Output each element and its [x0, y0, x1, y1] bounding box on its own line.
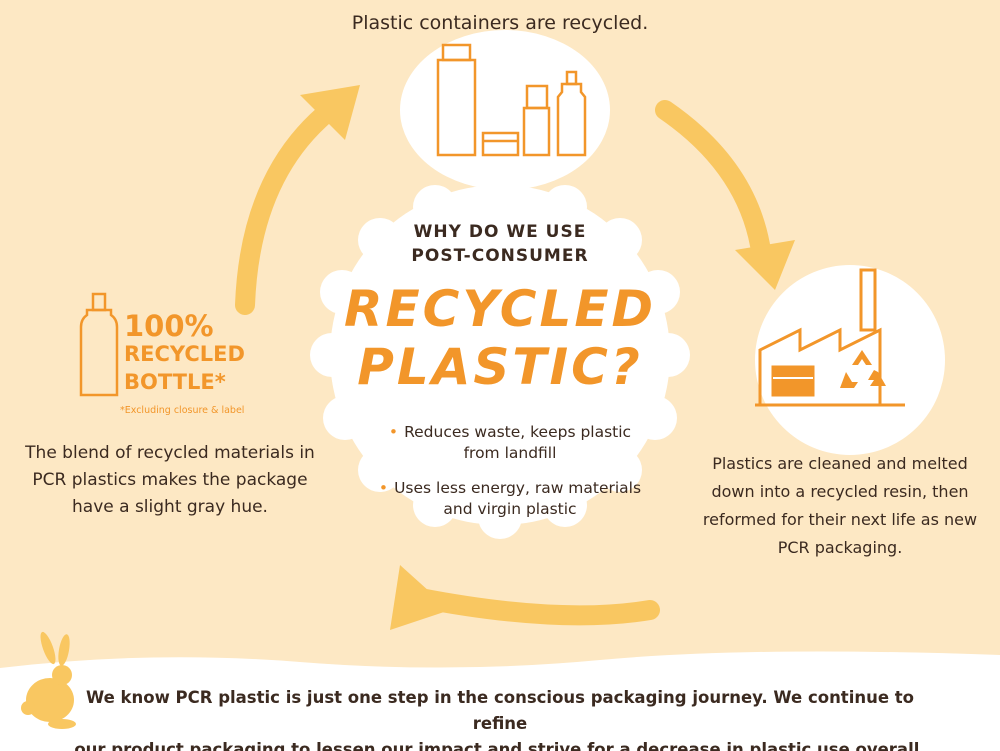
benefit-line-2: and virgin plastic [443, 500, 577, 518]
question-line-1: WHY DO WE USE [413, 222, 587, 242]
left-description: The blend of recycled materials in PCR p… [20, 440, 320, 521]
right-description: Plastics are cleaned and melted down int… [680, 450, 1000, 562]
right-line-1: Plastics are cleaned and melted [712, 454, 968, 473]
badge-recycled: RECYCLED [124, 342, 245, 366]
footer-line-1: We know PCR plastic is just one step in … [85, 688, 915, 733]
top-blob [400, 30, 610, 190]
recycled-badge: 100% RECYCLED BOTTLE* [124, 312, 245, 396]
bullet-dot-icon: • [378, 479, 389, 497]
benefit-line-2: from landfill [463, 444, 557, 462]
benefit-line-1: Uses less energy, raw materials [394, 479, 642, 497]
title-line-1: RECYCLED [344, 280, 656, 338]
badge-bottle: BOTTLE* [124, 370, 226, 394]
recycle-symbol-icon [840, 350, 886, 388]
right-line-3: reformed for their next life as new [702, 510, 978, 529]
cycle-arrow-icon [235, 100, 770, 626]
bullet-dot-icon: • [388, 423, 399, 441]
benefit-line-1: Reduces waste, keeps plastic [404, 423, 632, 441]
footer-band [0, 651, 1000, 751]
footer-line-2: our product packaging to lessen our impa… [74, 740, 926, 751]
question-line-2: POST-CONSUMER [411, 246, 589, 266]
left-line-2: PCR plastics makes the package [32, 470, 308, 490]
footer-statement: We know PCR plastic is just one step in … [60, 685, 940, 751]
right-line-4: PCR packaging. [777, 538, 903, 557]
left-line-3: have a slight gray hue. [72, 497, 268, 517]
benefit-item: • Uses less energy, raw materials and vir… [360, 478, 660, 520]
title-line-2: PLASTIC? [357, 338, 643, 396]
bunny-logo-icon [21, 631, 76, 729]
plastic-containers-icon [436, 43, 587, 157]
left-line-1: The blend of recycled materials in [25, 443, 315, 463]
top-caption: Plastic containers are recycled. [351, 12, 649, 34]
benefits-list: • Reduces waste, keeps plastic from landf… [360, 422, 660, 534]
right-blob [755, 265, 945, 455]
arrowheads [300, 85, 795, 630]
badge-percent: 100% [124, 309, 214, 343]
right-line-2: down into a recycled resin, then [711, 482, 969, 501]
badge-note: *Excluding closure & label [120, 405, 245, 416]
center-blob [310, 173, 690, 539]
recycled-bottle-icon [79, 292, 119, 397]
benefit-item: • Reduces waste, keeps plastic from landf… [360, 422, 660, 464]
